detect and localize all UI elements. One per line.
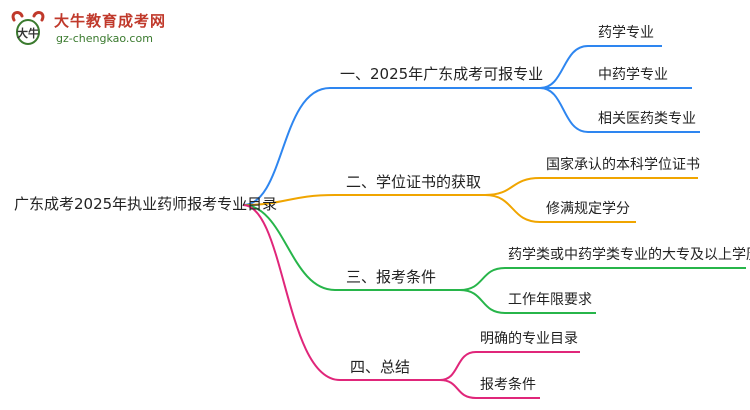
branch-4-label: 四、总结 <box>350 358 411 376</box>
branch-1-label: 一、2025年广东成考可报专业 <box>340 65 544 83</box>
branch-1-leaf-3: 相关医药类专业 <box>598 111 696 127</box>
site-logo[interactable]: 大牛 大牛教育成考网 gz-chengkao.com <box>6 6 176 54</box>
connector-branch-4-leaf-2 <box>439 379 540 399</box>
logo-url: gz-chengkao.com <box>56 32 153 45</box>
branch-2-label: 二、学位证书的获取 <box>346 173 482 191</box>
root-topic: 广东成考2025年执业药师报考专业目录 <box>14 195 278 213</box>
branch-3-label: 三、报考条件 <box>346 268 437 286</box>
connector-root-branch-4 <box>242 204 440 381</box>
branch-4-leaf-1: 明确的专业目录 <box>480 331 578 347</box>
connector-root-branch-3 <box>242 204 460 291</box>
connector-root-branch-2 <box>242 194 485 206</box>
branch-4-leaf-2: 报考条件 <box>480 377 536 393</box>
connector-branch-1-leaf-1 <box>539 45 662 89</box>
branch-3-leaf-1: 药学类或中药学类专业的大专及以上学历 <box>508 247 750 263</box>
logo-title: 大牛教育成考网 <box>54 12 167 30</box>
branch-1-leaf-2: 中药学专业 <box>598 67 668 83</box>
connector-root-branch-1 <box>242 87 540 206</box>
branch-3-leaf-2: 工作年限要求 <box>508 292 592 308</box>
connector-branch-3-leaf-2 <box>459 289 596 314</box>
connector-branch-3-leaf-1 <box>459 267 746 291</box>
ox-logo-icon: 大牛 <box>11 11 45 45</box>
connector-branch-4-leaf-1 <box>439 351 580 381</box>
branch-2-leaf-1: 国家承认的本科学位证书 <box>546 157 700 173</box>
svg-text:大牛: 大牛 <box>17 26 39 40</box>
connector-branch-2-leaf-1 <box>484 177 698 196</box>
connector-branch-2-leaf-2 <box>484 194 636 223</box>
branch-1-leaf-1: 药学专业 <box>598 25 654 41</box>
connector-branch-1-leaf-3 <box>539 87 700 133</box>
branch-2-leaf-2: 修满规定学分 <box>546 201 630 217</box>
